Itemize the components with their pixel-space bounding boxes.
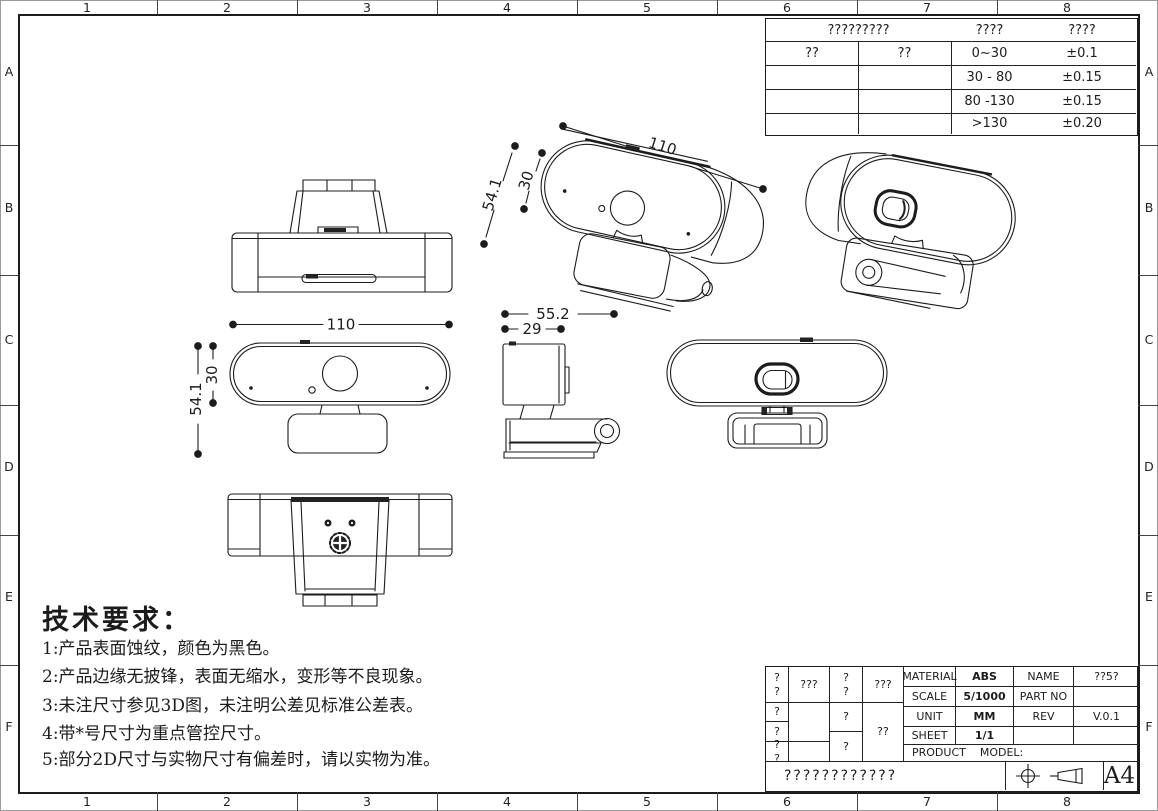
ruler-col-label: 1: [83, 794, 91, 809]
drawing-frame-border: [18, 14, 1140, 794]
sheet-value: 1/1: [956, 727, 1014, 745]
ruler-row-label: D: [1144, 459, 1154, 474]
ruler-row-label: B: [1144, 200, 1154, 215]
ruler-col-label: 6: [783, 0, 791, 15]
ruler-row-label: C: [1144, 332, 1154, 347]
tolerance-value: ±0.15: [1062, 69, 1102, 85]
sign-cell: ???: [863, 667, 904, 703]
ruler-col-label: 8: [1063, 0, 1071, 15]
name-label: NAME: [1014, 667, 1074, 687]
ruler-row-label: E: [5, 589, 13, 604]
tolerance-cell: [766, 89, 859, 113]
empty-cell: [1014, 727, 1074, 745]
tolerance-row: ?? ?? 0~30 ±0.1: [766, 41, 1136, 66]
tolerance-cell: [858, 113, 952, 134]
projection-symbol-cell: [1006, 762, 1104, 790]
sign-cell: [789, 703, 830, 742]
ruler-col-label: 1: [83, 0, 91, 15]
tolerance-range: >130: [971, 116, 1008, 131]
ruler-col-label: 2: [223, 0, 231, 15]
ruler-col-label: 4: [503, 0, 511, 15]
product-model-row: PRODUCT MODEL:: [904, 745, 1139, 762]
ruler-row-label: F: [1145, 719, 1153, 734]
part-no-value: [1074, 687, 1139, 707]
tolerance-header-range: ????: [975, 22, 1004, 38]
ruler-row-label: B: [4, 200, 14, 215]
paper-size-label: A4: [1103, 763, 1136, 789]
sign-cell: ??: [863, 703, 904, 762]
tolerance-range: 30 - 80: [966, 69, 1013, 85]
tolerance-value: ±0.15: [1062, 93, 1102, 109]
sign-cell: ?: [830, 703, 863, 732]
unit-value: MM: [956, 707, 1014, 727]
ruler-col-label: 5: [643, 0, 651, 15]
tech-requirement-item: 1:产品表面蚀纹，颜色为黑色。: [42, 639, 280, 659]
ruler-col-label: 8: [1063, 794, 1071, 809]
ruler-col-label: 3: [363, 794, 371, 809]
tolerance-cell: [766, 65, 859, 89]
tolerance-row: 80 -130 ±0.15: [766, 89, 1136, 114]
company-name: ????????????: [766, 762, 1006, 790]
tolerance-range: 80 -130: [964, 93, 1015, 109]
tolerance-cell: [766, 113, 859, 134]
ruler-col-label: 2: [223, 794, 231, 809]
ruler-row-label: A: [4, 64, 14, 79]
sign-cell: ?: [830, 732, 863, 762]
scale-label: SCALE: [904, 687, 956, 707]
tech-requirements-title: 技术要求：: [42, 605, 192, 636]
rev-label: REV: [1014, 707, 1074, 727]
tolerance-row: 30 - 80 ±0.15: [766, 65, 1136, 90]
sign-cell: ? ?: [766, 738, 789, 765]
ruler-row-label: A: [1144, 64, 1154, 79]
unit-label: UNIT: [904, 707, 956, 727]
tolerance-cell: [858, 65, 952, 89]
sign-cell: [789, 742, 830, 762]
ruler-row-label: C: [4, 332, 14, 347]
tolerance-header-left: ?????????: [827, 22, 890, 38]
tech-requirement-item: 3:未注尺寸参见3D图，未注明公差见标准公差表。: [42, 696, 423, 716]
material-value: ABS: [956, 667, 1014, 687]
product-label: PRODUCT: [912, 746, 966, 760]
scale-value: 5/1000: [956, 687, 1014, 707]
ruler-col-label: 7: [923, 794, 931, 809]
ruler-col-label: 7: [923, 0, 931, 15]
ruler-row-label: D: [4, 459, 14, 474]
tolerance-table: ????????? ???? ???? ?? ?? 0~30 ±0.1 30 -…: [765, 18, 1138, 136]
tolerance-cell: [858, 89, 952, 113]
sign-cell: ?: [766, 722, 789, 742]
tech-requirement-item: 4:带*号尺寸为重点管控尺寸。: [42, 724, 272, 744]
tolerance-value: ±0.1: [1066, 45, 1098, 61]
ruler-col-label: 5: [643, 794, 651, 809]
name-value: ??5?: [1074, 667, 1139, 687]
ruler-row-label: F: [5, 719, 13, 734]
ruler-row-label: E: [1145, 589, 1153, 604]
ruler-col-label: 3: [363, 0, 371, 15]
tolerance-cell: ??: [766, 41, 859, 65]
title-block: ? ? ? ? ? ? ??? ? ? ? ? ??? ?? MATERIAL …: [765, 666, 1139, 792]
tolerance-cell: ??: [858, 41, 952, 65]
sheet-label: SHEET: [904, 727, 956, 745]
part-no-label: PART NO: [1014, 687, 1074, 707]
sign-cell: ???: [789, 667, 830, 703]
sign-cell: ? ?: [766, 667, 789, 703]
tech-requirement-item: 5:部分2D尺寸与实物尺寸有偏差时，请以实物为准。: [42, 750, 440, 770]
sign-cell: ?: [766, 703, 789, 722]
empty-cell: [1074, 727, 1139, 745]
tolerance-value: ±0.20: [1062, 116, 1102, 131]
tolerance-table-header: ????????? ???? ????: [766, 19, 1136, 42]
sign-cell: ? ?: [830, 667, 863, 703]
rev-value: V.0.1: [1074, 707, 1139, 727]
tolerance-range: 0~30: [971, 45, 1008, 61]
tech-requirement-item: 2:产品边缘无披锋，表面无缩水，变形等不良现象。: [42, 667, 433, 687]
material-label: MATERIAL: [902, 667, 957, 687]
ruler-col-label: 4: [503, 794, 511, 809]
model-label: MODEL:: [979, 746, 1024, 760]
title-block-bottom: ???????????? A4: [766, 762, 1136, 790]
tolerance-header-tolerance: ????: [1068, 22, 1096, 38]
ruler-col-label: 6: [783, 794, 791, 809]
tolerance-row: >130 ±0.20: [766, 113, 1136, 134]
first-angle-projection-icon: [1006, 762, 1103, 790]
